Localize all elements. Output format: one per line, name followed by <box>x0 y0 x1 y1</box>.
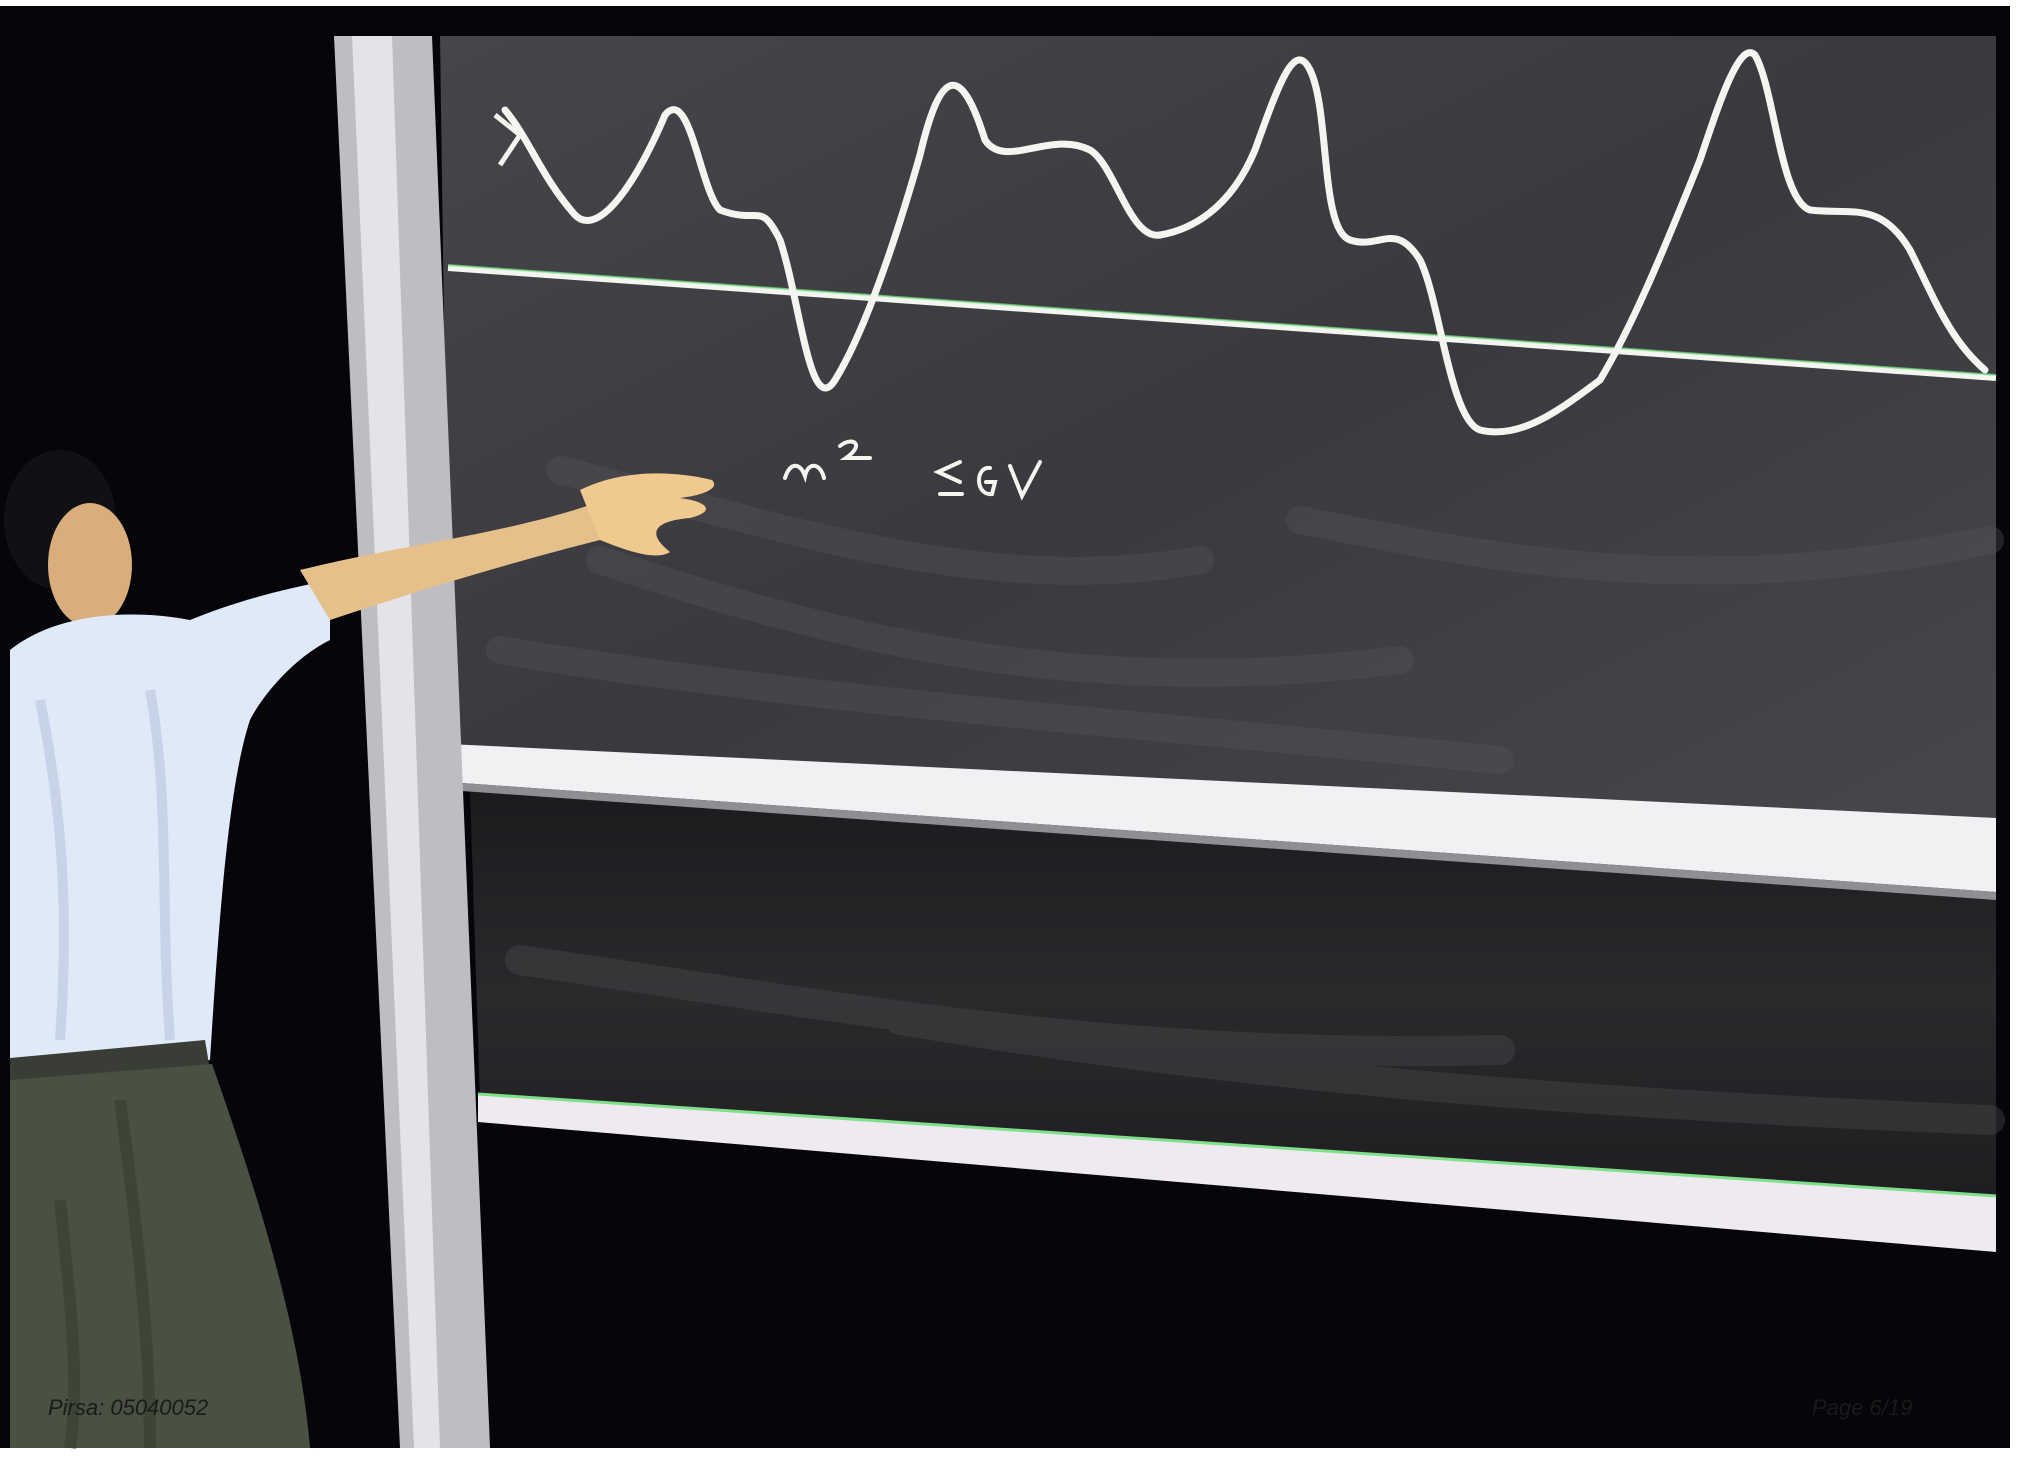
presenter-arm <box>300 505 600 620</box>
eraser-smudges <box>486 456 2004 774</box>
right-margin <box>2010 0 2039 1473</box>
chalk-ledge-upper <box>448 744 1996 892</box>
chalk-ledge-lower <box>478 1094 1996 1252</box>
presenter-face <box>48 503 132 627</box>
chalk-leq-gev <box>933 460 1042 501</box>
chalk-axis-green-fringe <box>447 264 1997 376</box>
presenter-hand <box>580 473 715 556</box>
page-indicator: Page 6/19 <box>1812 1395 1913 1420</box>
chalk-wave-curve <box>501 49 1989 436</box>
board-post-highlight <box>352 36 440 1448</box>
lower-chalkboard <box>470 790 1996 1200</box>
shirt-shading <box>35 689 175 1041</box>
source-id-caption: Pirsa: 05040052 <box>48 1395 209 1420</box>
chalk-axis-line <box>447 265 1997 381</box>
chalk-m-squared <box>783 439 872 484</box>
ledge-green-edge <box>477 1092 1997 1198</box>
lower-smudges <box>505 945 2005 1135</box>
bottom-margin <box>0 1448 2039 1473</box>
chalk-ledge-upper-shadow <box>448 782 1996 900</box>
upper-chalkboard <box>440 36 1996 822</box>
top-margin <box>0 0 2039 6</box>
presenter-pants <box>10 1064 310 1448</box>
chalk-arrow-tick <box>493 113 523 167</box>
pants-shading <box>54 1099 156 1449</box>
presenter-shirt <box>10 580 330 1080</box>
